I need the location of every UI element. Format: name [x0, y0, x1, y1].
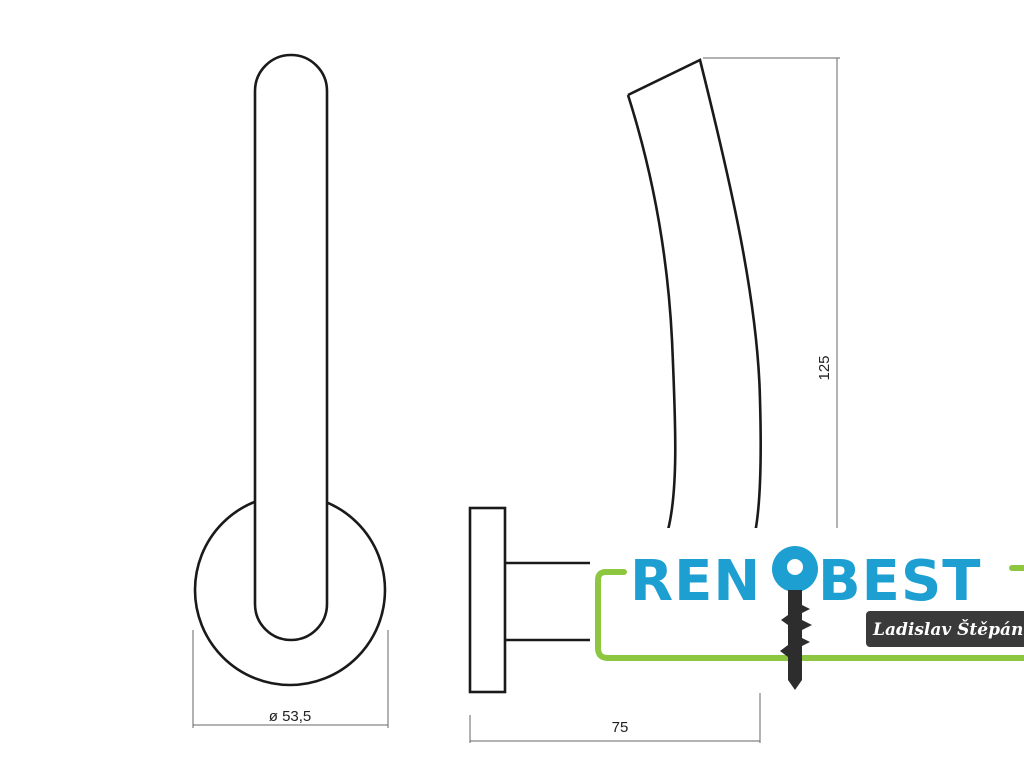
projection-label: 75	[612, 719, 629, 736]
projection-dimension	[469, 690, 761, 743]
side-view	[468, 58, 763, 694]
height-label: 125	[816, 355, 833, 380]
height-dimension	[703, 57, 840, 540]
diameter-dimension	[192, 630, 389, 728]
renobest-logo: REN BEST Ladislav Štěpán	[592, 528, 1024, 693]
front-view	[193, 53, 387, 687]
lever-side	[626, 58, 763, 546]
owner-plate	[866, 611, 1024, 647]
brand-right-text: BEST	[818, 549, 981, 614]
brand-left-text: REN	[630, 549, 761, 614]
diameter-label: ø 53,5	[269, 708, 312, 725]
logo-green-frame	[595, 569, 1024, 661]
key-icon	[772, 546, 818, 690]
lever-front	[253, 53, 329, 642]
owner-name: Ladislav Štěpán	[872, 619, 1023, 640]
rose-side	[468, 506, 507, 694]
